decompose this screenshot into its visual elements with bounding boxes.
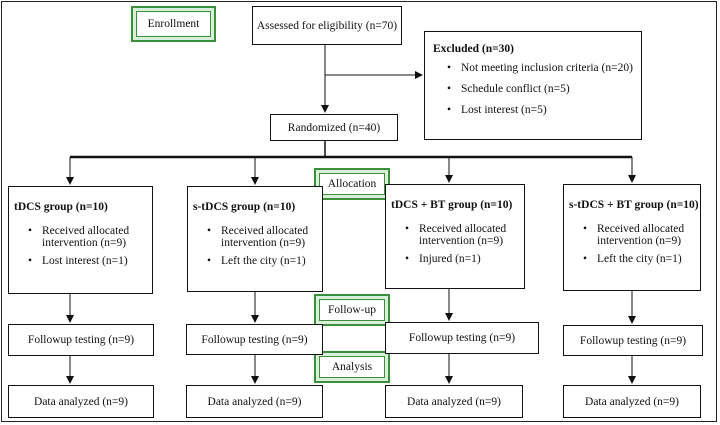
excluded-title: Excluded (n=30) <box>433 43 514 55</box>
excluded-list: Not meeting inclusion criteria (n=20) Sc… <box>433 62 641 116</box>
randomized-label: Randomized (n=40) <box>287 121 381 134</box>
group-item: Received allocated intervention (n=9) <box>193 225 322 249</box>
group-box-s-tdcs: s-tDCS group (n=10) Received allocated i… <box>187 186 323 292</box>
followup-label: Followup testing (n=9) <box>408 332 516 344</box>
followup-label: Followup testing (n=9) <box>201 333 308 346</box>
group-item: Injured (n=1) <box>391 253 524 265</box>
analyzed-box: Data analyzed (n=9) <box>563 385 701 418</box>
followup-label: Followup testing (n=9) <box>579 334 687 347</box>
excluded-item: Schedule conflict (n=5) <box>433 83 641 95</box>
stage-enrollment: Enrollment <box>131 6 216 42</box>
stage-enrollment-label: Enrollment <box>136 11 211 37</box>
excluded-item: Not meeting inclusion criteria (n=20) <box>433 62 641 74</box>
excluded-item: Lost interest (n=5) <box>433 104 641 116</box>
group-title: tDCS + BT group (n=10) <box>391 199 513 211</box>
assessed-label: Assessed for eligibility (n=70) <box>256 19 398 32</box>
analyzed-box: Data analyzed (n=9) <box>186 385 323 418</box>
group-title: s-tDCS + BT group (n=10) <box>569 199 699 211</box>
group-box-s-tdcs-bt: s-tDCS + BT group (n=10) Received alloca… <box>563 184 701 291</box>
group-title: s-tDCS group (n=10) <box>193 201 296 213</box>
stage-followup-label: Follow-up <box>319 299 385 321</box>
excluded-box: Excluded (n=30) Not meeting inclusion cr… <box>424 31 642 140</box>
followup-box: Followup testing (n=9) <box>8 324 154 356</box>
group-title: tDCS group (n=10) <box>14 201 108 213</box>
stage-followup: Follow-up <box>314 294 390 326</box>
group-item: Received allocated intervention (n=9) <box>14 225 152 249</box>
followup-box: Followup testing (n=9) <box>186 324 323 355</box>
group-item: Left the city (n=1) <box>569 253 700 265</box>
group-item: Received allocated intervention (n=9) <box>569 223 700 247</box>
analyzed-box: Data analyzed (n=9) <box>8 385 154 418</box>
group-list: Received allocated intervention (n=9) Le… <box>569 223 700 265</box>
stage-allocation-label: Allocation <box>319 173 385 195</box>
analyzed-label: Data analyzed (n=9) <box>585 395 679 408</box>
stage-analysis: Analysis <box>314 351 390 383</box>
analyzed-label: Data analyzed (n=9) <box>407 395 501 408</box>
group-item: Lost interest (n=1) <box>14 255 152 267</box>
stage-analysis-label: Analysis <box>319 356 385 378</box>
assessed-box: Assessed for eligibility (n=70) <box>252 6 402 45</box>
group-box-tdcs: tDCS group (n=10) Received allocated int… <box>8 186 153 294</box>
followup-box: Followup testing (n=9) <box>385 322 539 354</box>
group-list: Received allocated intervention (n=9) Lo… <box>14 225 152 267</box>
group-list: Received allocated intervention (n=9) In… <box>391 223 524 265</box>
randomized-box: Randomized (n=40) <box>270 114 398 141</box>
followup-label: Followup testing (n=9) <box>27 334 135 346</box>
group-list: Received allocated intervention (n=9) Le… <box>193 225 322 267</box>
analyzed-box: Data analyzed (n=9) <box>385 385 523 418</box>
stage-allocation: Allocation <box>314 168 390 200</box>
group-item: Left the city (n=1) <box>193 255 322 267</box>
followup-box: Followup testing (n=9) <box>563 325 703 356</box>
analyzed-label: Data analyzed (n=9) <box>34 395 128 408</box>
analyzed-label: Data analyzed (n=9) <box>207 395 302 408</box>
group-item: Received allocated intervention (n=9) <box>391 223 524 247</box>
group-box-tdcs-bt: tDCS + BT group (n=10) Received allocate… <box>385 184 525 289</box>
